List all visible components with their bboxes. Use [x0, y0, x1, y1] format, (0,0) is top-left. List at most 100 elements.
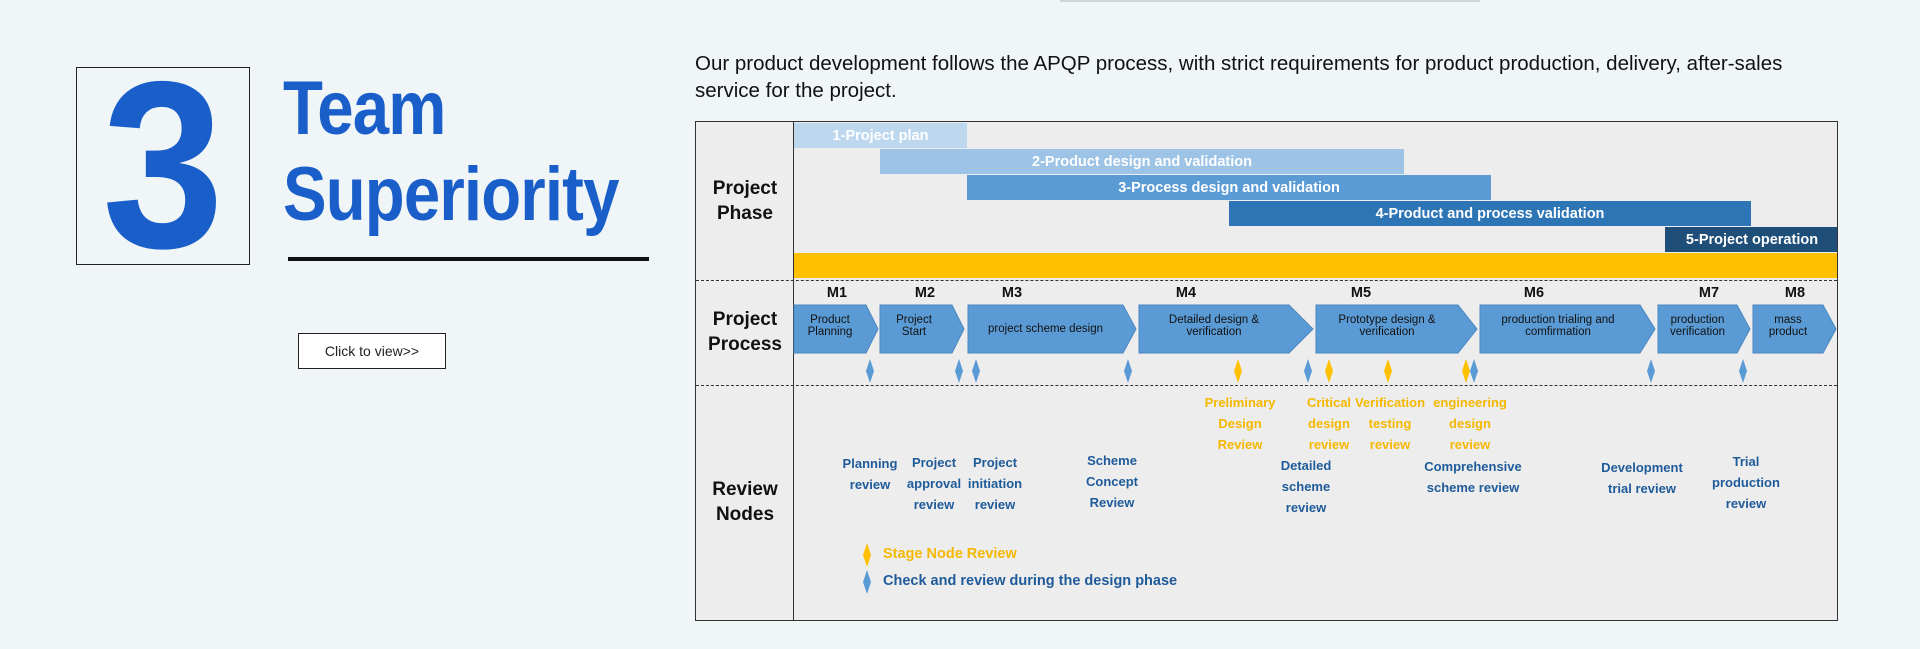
legend-design-phase-review: Check and review during the design phase	[883, 573, 1178, 589]
design-review-marker	[1739, 359, 1747, 383]
design-review-comprehensive-scheme: Comprehensive scheme review	[1424, 456, 1522, 498]
process-step-5: Prototype design & verification	[1316, 314, 1458, 338]
design-review-project-approval: Project approval review	[907, 452, 961, 515]
process-step-line: Prototype design &	[1338, 314, 1436, 326]
process-step-line: mass	[1774, 314, 1802, 326]
stage-review-engineering-design: engineering design review	[1433, 392, 1507, 455]
legend-stage-node-review: Stage Node Review	[883, 546, 1017, 562]
review-line: Development	[1601, 460, 1683, 475]
review-line: review	[913, 497, 955, 512]
review-line: Project	[911, 455, 957, 470]
review-line: approval	[906, 476, 962, 491]
milestone-m2: M2	[914, 285, 936, 301]
row-label-line: Process	[708, 334, 782, 355]
stage-review-critical-design: Critical design review	[1307, 392, 1351, 455]
process-step-line: comfirmation	[1525, 326, 1591, 338]
phase-bar-3: 3-Process design and validation	[967, 175, 1491, 200]
review-line: trial review	[1608, 481, 1676, 496]
phase-bar-5: 5-Project operation	[1665, 227, 1837, 252]
apqp-process-diagram: Project Phase Project Process Review Nod…	[695, 121, 1838, 621]
row-label-line: Project	[712, 178, 778, 199]
row-label-line: Nodes	[715, 504, 775, 525]
process-step-line: production	[1670, 314, 1725, 326]
timeline-bar	[794, 253, 1837, 278]
review-line: Trial	[1732, 454, 1760, 469]
design-review-marker	[1124, 359, 1132, 383]
click-to-view-button[interactable]: Click to view>>	[298, 333, 446, 369]
phase-bar-2: 2-Product design and validation	[880, 149, 1404, 174]
section-title-line1: Team	[283, 66, 446, 151]
milestone-m8: M8	[1784, 285, 1806, 301]
stage-review-preliminary-design: Preliminary Design Review	[1205, 392, 1276, 455]
design-review-marker	[1647, 359, 1655, 383]
review-line: review	[1308, 437, 1350, 452]
row-label-line: Project	[712, 309, 778, 330]
row-label-line: Review	[712, 479, 778, 500]
section-number: 3	[102, 67, 224, 265]
review-line: production	[1712, 475, 1780, 490]
review-line: review	[1369, 437, 1411, 452]
review-line: testing	[1368, 416, 1412, 431]
title-underline	[288, 257, 649, 261]
review-line: Planning	[842, 456, 898, 471]
process-step-line: Project	[896, 314, 932, 326]
stage-review-verification-testing: Verification testing review	[1355, 392, 1425, 455]
review-line: review	[1285, 500, 1327, 515]
review-line: design	[1449, 416, 1491, 431]
milestone-m1: M1	[826, 285, 848, 301]
row-label-review-nodes: Review Nodes	[696, 477, 794, 527]
review-line: Project	[972, 455, 1018, 470]
process-step-line: verification	[1186, 326, 1242, 338]
section-number-box: 3	[76, 67, 250, 265]
review-line: Verification	[1354, 395, 1426, 410]
milestone-m7: M7	[1698, 285, 1720, 301]
process-step-6: production trialing and comfirmation	[1480, 314, 1636, 338]
design-review-trial-production: Trial production review	[1712, 451, 1780, 514]
process-step-1: Product Planning	[794, 314, 866, 338]
milestone-m5: M5	[1350, 285, 1372, 301]
process-step-line: Start	[901, 326, 927, 338]
design-review-marker	[955, 359, 963, 383]
review-line: engineering	[1433, 395, 1507, 410]
process-step-7: production verification	[1658, 314, 1737, 338]
review-line: Design	[1218, 416, 1262, 431]
design-review-detailed-scheme: Detailed scheme review	[1281, 455, 1332, 518]
design-review-scheme-concept: Scheme Concept Review	[1086, 450, 1138, 513]
label-column-divider	[793, 122, 794, 620]
review-line: review	[1725, 496, 1767, 511]
review-line: scheme	[1281, 479, 1331, 494]
process-step-line: verification	[1359, 326, 1415, 338]
review-line: review	[1449, 437, 1491, 452]
stage-review-marker	[1325, 359, 1333, 383]
review-line: Comprehensive	[1424, 459, 1522, 474]
review-line: design	[1308, 416, 1350, 431]
process-step-line: Planning	[807, 326, 853, 338]
row-label-line: Phase	[717, 203, 773, 224]
stage-review-marker	[1234, 359, 1242, 383]
process-step-line: Product	[810, 314, 850, 326]
review-line: initiation	[967, 476, 1023, 491]
intro-paragraph: Our product development follows the APQP…	[695, 52, 1783, 102]
design-review-planning: Planning review	[843, 453, 898, 495]
design-review-marker	[972, 359, 980, 383]
row-label-project-process: Project Process	[696, 307, 794, 357]
review-line: review	[849, 477, 891, 492]
process-step-line: verification	[1670, 326, 1725, 338]
design-review-marker	[866, 359, 874, 383]
review-line: Detailed	[1280, 458, 1332, 473]
phase-bar-1: 1-Project plan	[794, 123, 967, 148]
legend-blue-diamond-icon	[863, 570, 871, 594]
stage-review-marker	[1384, 359, 1392, 383]
review-line: Review	[1217, 437, 1263, 452]
process-step-line: production trialing and	[1501, 314, 1615, 326]
review-line: Preliminary	[1204, 395, 1276, 410]
stage-review-marker	[1462, 359, 1470, 383]
process-step-line: project scheme design	[987, 323, 1104, 335]
process-step-line: product	[1768, 326, 1808, 338]
process-step-3: project scheme design	[968, 323, 1123, 335]
legend-gold-diamond-icon	[863, 543, 871, 567]
milestone-m6: M6	[1523, 285, 1545, 301]
review-line: Review	[1089, 495, 1135, 510]
process-step-line: Detailed design &	[1168, 314, 1260, 326]
design-review-marker	[1470, 359, 1478, 383]
